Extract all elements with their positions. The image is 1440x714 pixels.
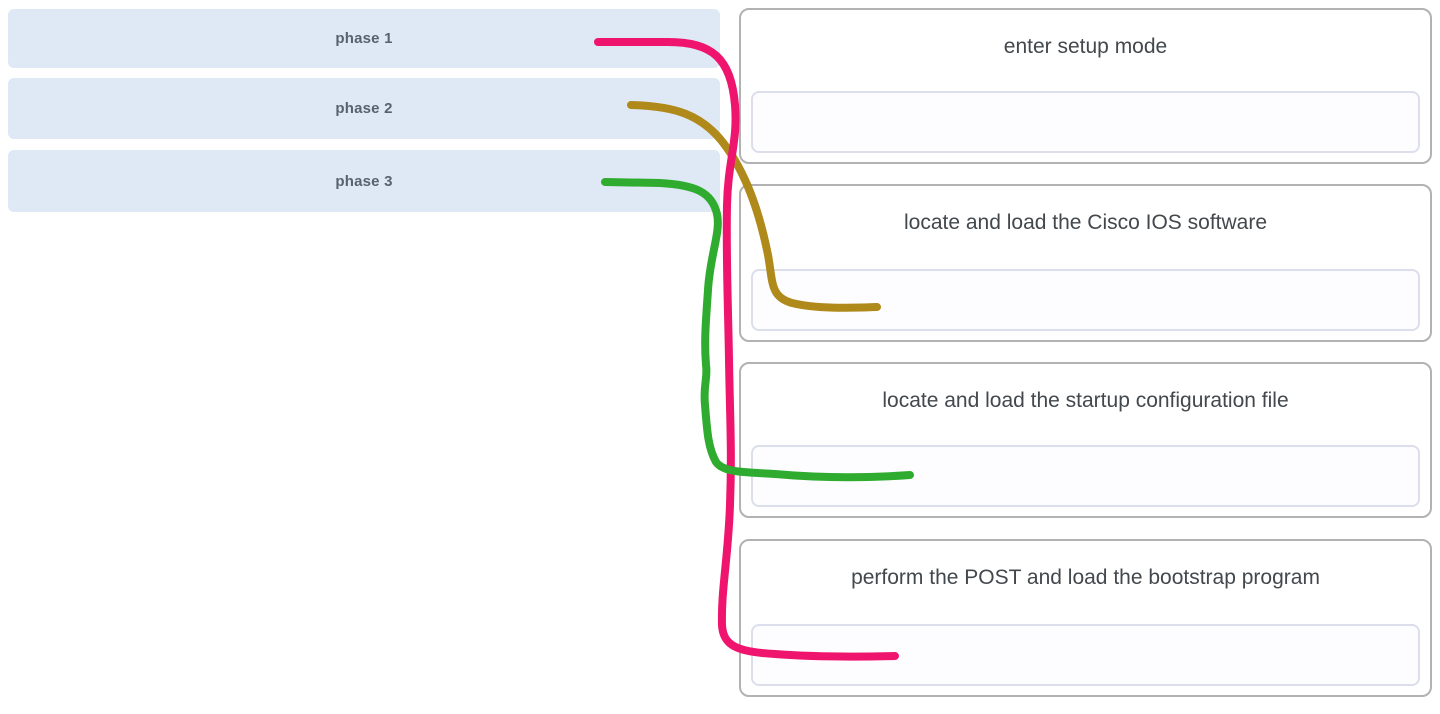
target-label: perform the POST and load the bootstrap … <box>851 566 1320 589</box>
source-item-phase-3[interactable]: phase 3 <box>8 150 720 212</box>
source-item-label: phase 1 <box>335 30 393 47</box>
source-item-phase-1[interactable]: phase 1 <box>8 9 720 68</box>
source-item-label: phase 2 <box>335 100 393 117</box>
target-enter-setup-mode: enter setup mode <box>739 8 1432 164</box>
drop-zone-load-cisco-ios[interactable] <box>751 269 1420 331</box>
target-label: enter setup mode <box>1003 35 1168 58</box>
drop-zone-enter-setup-mode[interactable] <box>751 91 1420 153</box>
target-load-startup-config: locate and load the startup configuratio… <box>739 362 1432 518</box>
target-post-bootstrap: perform the POST and load the bootstrap … <box>739 539 1432 697</box>
source-item-label: phase 3 <box>335 172 393 190</box>
target-load-cisco-ios: locate and load the Cisco IOS software <box>739 184 1432 342</box>
drop-zone-post-bootstrap[interactable] <box>751 624 1420 686</box>
source-item-phase-2[interactable]: phase 2 <box>8 78 720 139</box>
drop-zone-load-startup-config[interactable] <box>751 445 1420 507</box>
target-label: locate and load the Cisco IOS software <box>903 211 1268 234</box>
target-label: locate and load the startup configuratio… <box>882 389 1289 412</box>
